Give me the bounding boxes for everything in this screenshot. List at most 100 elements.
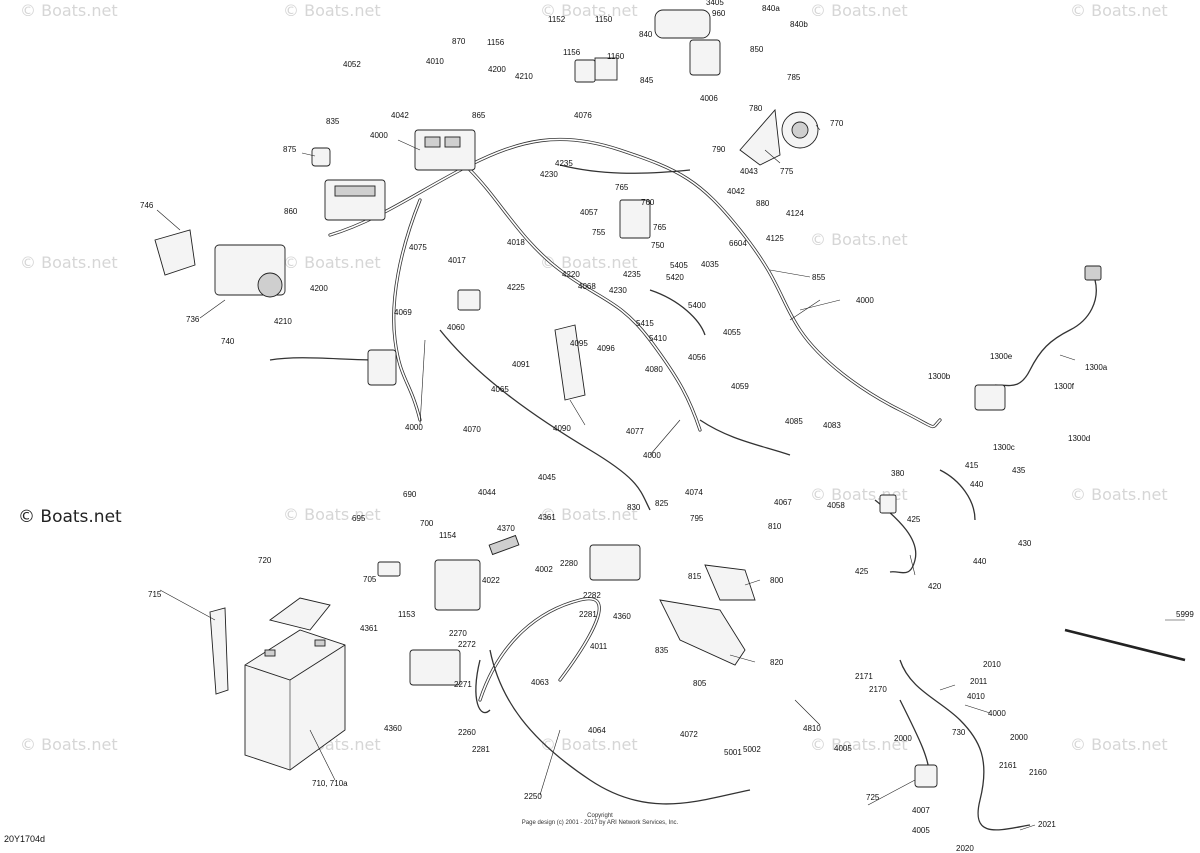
fuse-box [414,129,476,171]
part-label: 700 [420,519,434,528]
bracket-820 [659,599,746,666]
part-label: 4080 [645,365,663,374]
part-label: 2260 [458,728,476,737]
part-label: 4370 [497,524,515,533]
battery-strap [209,607,229,695]
part-label: 785 [787,73,801,82]
part-label: 845 [640,76,654,85]
fuse-box-1153 [434,559,481,611]
part-label: 960 [712,9,726,18]
part-label: 430 [1018,539,1032,548]
part-label: 2270 [449,629,467,638]
part-label: 4200 [488,65,506,74]
part-label: 4000 [643,451,661,460]
part-label: 740 [221,337,235,346]
watermark-text: © Boats.net [283,505,381,524]
connector-425 [879,494,897,514]
part-label: 4010 [967,692,985,701]
leader-lines [156,124,1186,831]
part-label: 1300a [1085,363,1108,372]
part-label: 730 [952,728,966,737]
part-label: 2271 [454,680,472,689]
part-label: 4065 [491,385,509,394]
horn-bracket [739,108,781,166]
part-label: 820 [770,658,784,667]
watermark-text: © Boats.net [18,507,122,527]
actuator-motor [654,9,711,39]
fuse-holder [409,649,461,686]
part-label: 3405 [706,0,724,7]
part-label: 725 [866,793,880,802]
part-label: 4096 [597,344,615,353]
part-label: 720 [258,556,272,565]
part-label: 4064 [588,726,606,735]
main-wiring-harness [269,137,1097,574]
part-label: 4361 [360,624,378,633]
part-label: 2281 [579,610,597,619]
part-label: 4043 [740,167,758,176]
part-label: 4220 [562,270,580,279]
part-label: 4005 [912,826,930,835]
part-label: 4059 [731,382,749,391]
part-label: 855 [812,273,826,282]
module-1300 [974,384,1006,411]
part-label: 695 [352,514,366,523]
part-label: 770 [830,119,844,128]
part-label: 2160 [1029,768,1047,777]
battery-cover [268,597,331,631]
part-label: 1300e [990,352,1013,361]
fuse-box-cell [444,136,461,148]
part-label: 4069 [394,308,412,317]
part-label: 2000 [1010,733,1028,742]
copyright-line: Page design (c) 2001 - 2017 by ARI Netwo… [521,820,679,826]
part-label: 715 [148,590,162,599]
copyright-notice: Copyright Page design (c) 2001 - 2017 by… [510,813,690,827]
part-label: 2161 [999,761,1017,770]
part-label: 4044 [478,488,496,497]
part-label: 420 [928,582,942,591]
part-label: 4000 [405,423,423,432]
cover-705 [377,561,401,577]
relay-4069 [367,349,397,386]
battery [244,629,346,771]
part-label: 4085 [785,417,803,426]
part-label: 4005 [834,744,852,753]
part-label: 840a [762,4,780,13]
part-label: 4035 [701,260,719,269]
part-label: 795 [690,514,704,523]
part-label: 4124 [786,209,804,218]
part-label: 4360 [384,724,402,733]
part-label: 4010 [426,57,444,66]
part-label: 850 [750,45,764,54]
part-label: 4042 [391,111,409,120]
part-label: 4075 [409,243,427,252]
part-label: 440 [970,480,984,489]
part-labels: 3405 960 840a 840b 840 850 845 1152 1150… [140,0,1194,853]
part-label: 4810 [803,724,821,733]
part-label: 5999 [1176,610,1194,619]
watermark-text: © Boats.net [283,253,381,272]
part-label: 4083 [823,421,841,430]
bracket-4090 [554,324,586,401]
watermark-text: © Boats.net [20,735,118,754]
part-label: 690 [403,490,417,499]
part-label: 790 [712,145,726,154]
part-label: 4068 [578,282,596,291]
part-label: 1156 [563,48,581,57]
part-label: 840b [790,20,808,29]
part-label: 1300f [1054,382,1075,391]
part-label: 2000 [894,734,912,743]
part-label: 4230 [609,286,627,295]
part-label: 4360 [613,612,631,621]
part-label: 2272 [458,640,476,649]
part-label: 440 [973,557,987,566]
part-label: 775 [780,167,794,176]
part-label: 800 [770,576,784,585]
part-label: 435 [1012,466,1026,475]
part-label: 1152 [548,15,566,24]
part-label: 710, 710a [312,779,348,788]
relay-block-cell [334,185,376,197]
part-label: 750 [651,241,665,250]
part-label: 746 [140,201,154,210]
